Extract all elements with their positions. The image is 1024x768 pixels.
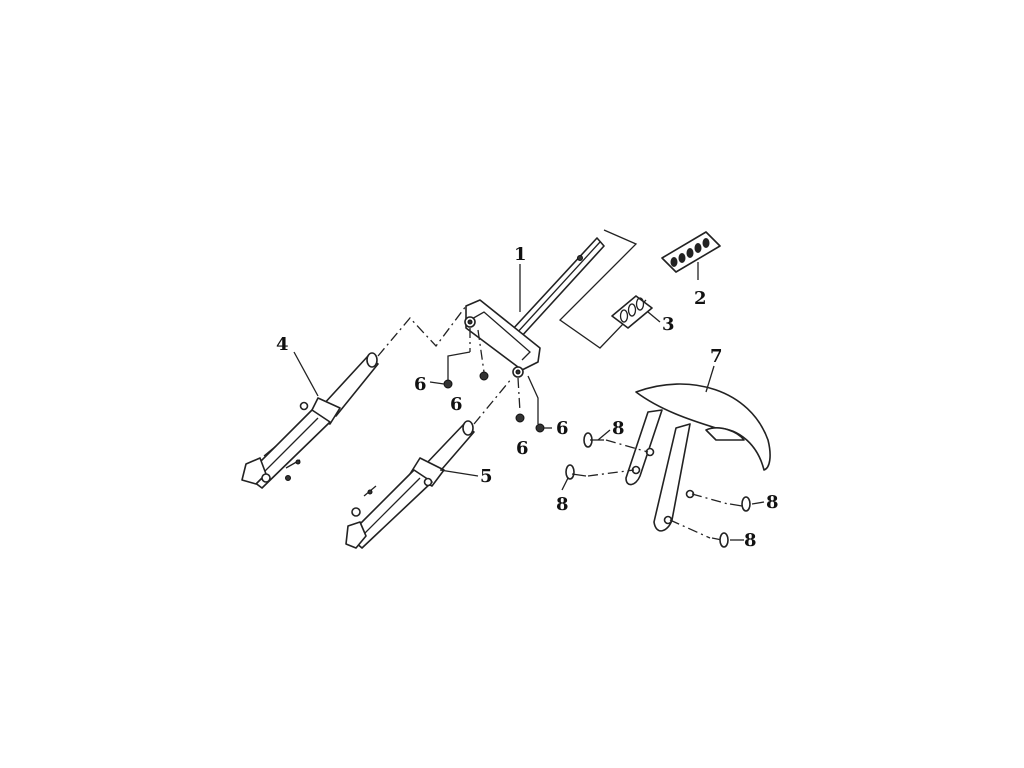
- right-fork-leg: [345, 377, 513, 549]
- front-fender: [625, 383, 771, 532]
- callout-2: 2: [694, 288, 707, 309]
- callout-6-center: 6: [450, 394, 463, 415]
- callout-8-upper-right: 8: [766, 492, 779, 513]
- leader-lines: [293, 262, 765, 541]
- callout-5: 5: [480, 466, 493, 487]
- callout-4: 4: [276, 334, 289, 355]
- fender-screws: [565, 432, 751, 548]
- callout-7: 7: [710, 346, 723, 367]
- callout-3: 3: [662, 314, 675, 335]
- callout-8-lower-right: 8: [744, 530, 757, 551]
- steering-stem-assembly: [464, 229, 647, 378]
- clamp-bolts: [443, 328, 545, 433]
- callout-6-lower: 6: [516, 438, 529, 459]
- stem-bearing-outline: [558, 229, 647, 349]
- callout-6-left: 6: [414, 374, 427, 395]
- callout-labels: 1 2 3 4 5 6 6 6 6 7 8 8 8 8: [276, 244, 779, 551]
- lower-bracket: [465, 299, 541, 371]
- callout-1: 1: [514, 244, 527, 265]
- callout-6-right: 6: [556, 418, 569, 439]
- callout-8-upper-left: 8: [612, 418, 625, 439]
- callout-8-lower-left: 8: [556, 494, 569, 515]
- bearing-ball-ring: [661, 231, 721, 273]
- left-fork-leg: [241, 305, 467, 489]
- bearing-cups: [611, 295, 653, 329]
